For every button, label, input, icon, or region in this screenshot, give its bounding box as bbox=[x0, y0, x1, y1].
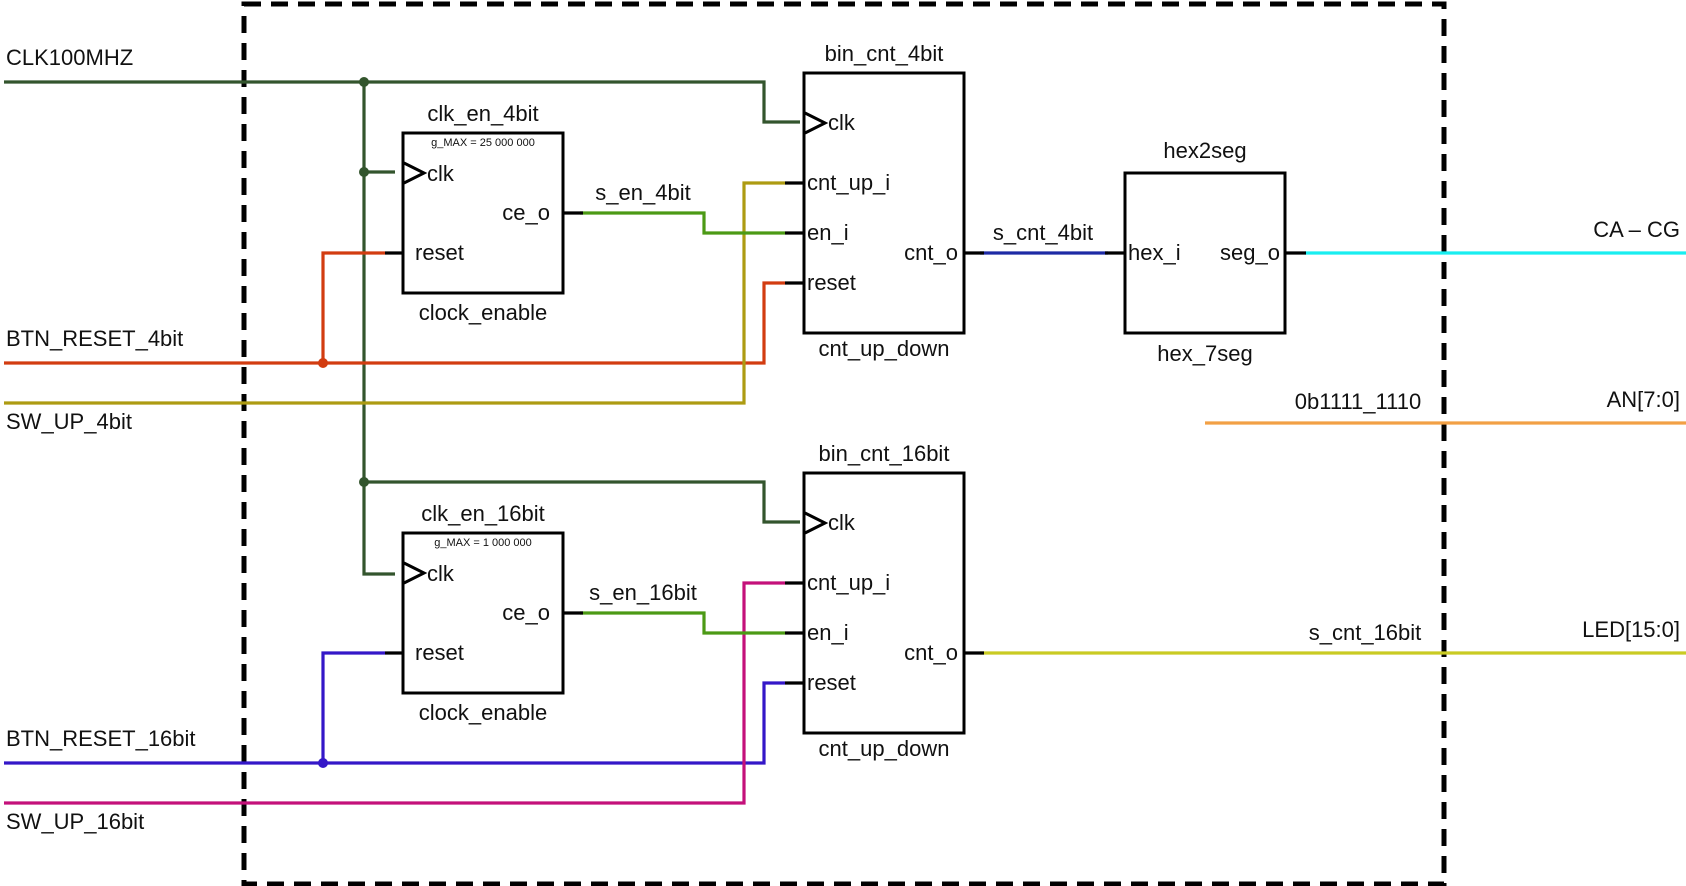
junction-clk-bottom bbox=[359, 477, 369, 487]
block-generic-label: g_MAX = 1 000 000 bbox=[434, 537, 532, 549]
block-hex2seg: hex2seg hex_i seg_o hex_7seg bbox=[1105, 138, 1306, 366]
port-seg-label: seg_o bbox=[1220, 240, 1280, 265]
port-en-label: en_i bbox=[807, 620, 849, 645]
block-instance-label: bin_cnt_4bit bbox=[825, 41, 944, 66]
port-hex-label: hex_i bbox=[1128, 240, 1181, 265]
block-entity-label: cnt_up_down bbox=[819, 336, 950, 361]
input-btn-reset-16bit-label: BTN_RESET_16bit bbox=[6, 726, 196, 751]
port-clk-label: clk bbox=[427, 161, 455, 186]
block-instance-label: clk_en_4bit bbox=[427, 101, 538, 126]
output-anodes-label: AN[7:0] bbox=[1607, 387, 1680, 412]
output-segments-label: CA – CG bbox=[1593, 217, 1680, 242]
block-instance-label: bin_cnt_16bit bbox=[819, 441, 950, 466]
wire-reset-to-clk-en-4bit bbox=[321, 251, 385, 363]
port-reset-label: reset bbox=[415, 640, 464, 665]
block-instance-label: hex2seg bbox=[1163, 138, 1246, 163]
junction-reset-16bit bbox=[318, 758, 328, 768]
port-ce-label: ce_o bbox=[502, 200, 550, 225]
port-cnt-label: cnt_o bbox=[904, 240, 958, 265]
wire-clk100mhz bbox=[4, 80, 800, 124]
clock-edge-icon bbox=[403, 561, 428, 585]
wire-btn-reset-16bit bbox=[4, 681, 785, 765]
input-sw-up-16bit-label: SW_UP_16bit bbox=[6, 809, 144, 834]
input-clk-label: CLK100MHZ bbox=[6, 45, 133, 70]
input-btn-reset-4bit-label: BTN_RESET_4bit bbox=[6, 326, 183, 351]
block-clk-en-4bit: clk_en_4bit g_MAX = 25 000 000 clk ce_o … bbox=[385, 101, 583, 325]
wire-sw-up-4bit bbox=[4, 181, 785, 405]
clock-edge-icon bbox=[804, 511, 829, 535]
block-clk-en-16bit: clk_en_16bit g_MAX = 1 000 000 clk ce_o … bbox=[385, 501, 583, 725]
signal-s-cnt-16bit-label: s_cnt_16bit bbox=[1309, 620, 1422, 645]
port-reset-label: reset bbox=[807, 670, 856, 695]
port-clk-label: clk bbox=[828, 110, 856, 135]
block-bin-cnt-16bit: bin_cnt_16bit clk cnt_up_i en_i cnt_o re… bbox=[785, 441, 984, 761]
wire-s-en-4bit bbox=[580, 211, 785, 235]
wire-s-en-16bit bbox=[580, 611, 785, 635]
wire-sw-up-16bit bbox=[4, 581, 785, 805]
block-entity-label: clock_enable bbox=[419, 700, 547, 725]
block-entity-label: clock_enable bbox=[419, 300, 547, 325]
wire-reset-to-clk-en-16bit bbox=[321, 651, 385, 763]
port-cnt-up-label: cnt_up_i bbox=[807, 570, 890, 595]
wire-clk-to-bin-cnt-16bit bbox=[364, 480, 800, 524]
port-cnt-label: cnt_o bbox=[904, 640, 958, 665]
junction-clk-mid bbox=[359, 167, 369, 177]
block-instance-label: clk_en_16bit bbox=[421, 501, 545, 526]
port-reset-label: reset bbox=[807, 270, 856, 295]
input-sw-up-4bit-label: SW_UP_4bit bbox=[6, 409, 132, 434]
signal-s-en-4bit-label: s_en_4bit bbox=[595, 180, 690, 205]
block-entity-label: cnt_up_down bbox=[819, 736, 950, 761]
wire-clk-trunk bbox=[362, 82, 395, 576]
block-generic-label: g_MAX = 25 000 000 bbox=[431, 137, 535, 149]
port-ce-label: ce_o bbox=[502, 600, 550, 625]
output-leds-label: LED[15:0] bbox=[1582, 617, 1680, 642]
block-bin-cnt-4bit: bin_cnt_4bit clk cnt_up_i en_i cnt_o res… bbox=[785, 41, 984, 361]
port-en-label: en_i bbox=[807, 220, 849, 245]
clock-edge-icon bbox=[804, 111, 829, 135]
port-clk-label: clk bbox=[427, 561, 455, 586]
top-level-boundary bbox=[241, 1, 1447, 886]
port-cnt-up-label: cnt_up_i bbox=[807, 170, 890, 195]
wire-btn-reset-4bit bbox=[4, 281, 785, 365]
port-clk-label: clk bbox=[828, 510, 856, 535]
junction-clk-top bbox=[359, 77, 369, 87]
block-entity-label: hex_7seg bbox=[1157, 341, 1252, 366]
clock-edge-icon bbox=[403, 161, 428, 185]
junction-reset-4bit bbox=[318, 358, 328, 368]
signal-s-en-16bit-label: s_en_16bit bbox=[589, 580, 697, 605]
signal-s-cnt-4bit-label: s_cnt_4bit bbox=[993, 220, 1093, 245]
port-reset-label: reset bbox=[415, 240, 464, 265]
anodes-value-label: 0b1111_1110 bbox=[1295, 389, 1421, 414]
